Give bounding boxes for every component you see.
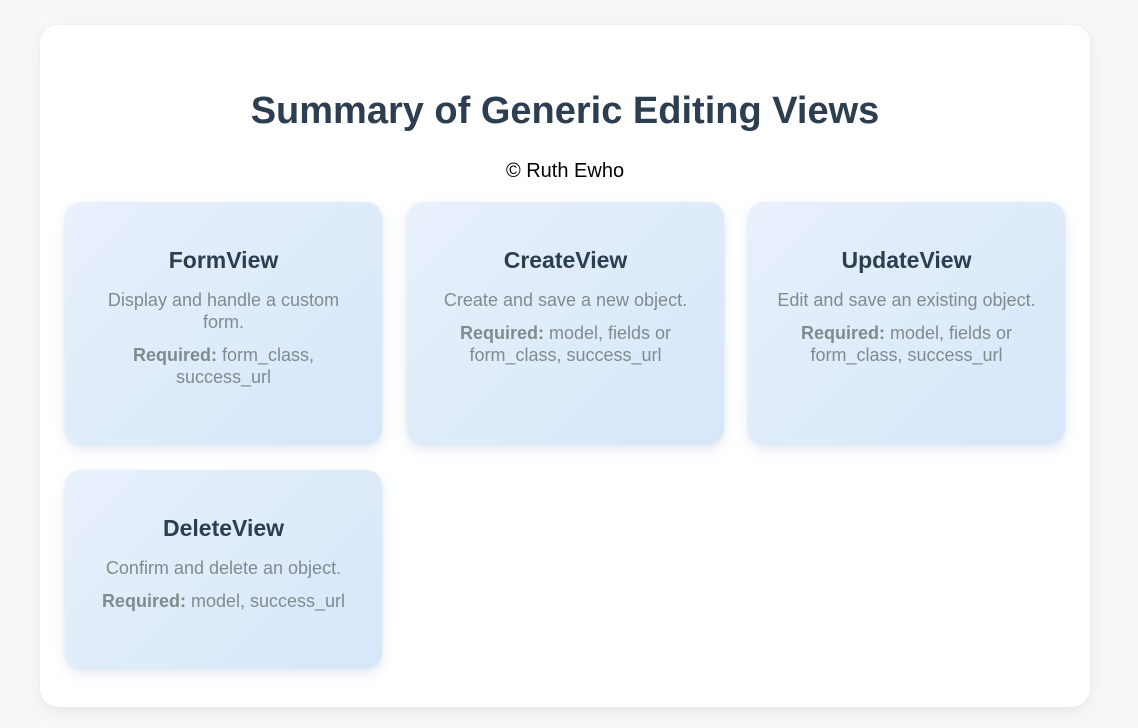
card-required: Required: form_class, success_url bbox=[93, 344, 354, 388]
card-title: UpdateView bbox=[841, 247, 972, 273]
card-title: FormView bbox=[168, 247, 279, 273]
required-value: model, fields or form_class, success_url bbox=[469, 323, 672, 365]
required-value: form_class, success_url bbox=[175, 345, 315, 387]
card-title: CreateView bbox=[503, 247, 628, 273]
card-deleteview: DeleteView Confirm and delete an object.… bbox=[65, 470, 382, 668]
required-value: model, success_url bbox=[190, 591, 346, 611]
card-required: Required: model, success_url bbox=[93, 590, 354, 612]
required-label: Required: bbox=[800, 323, 885, 343]
card-description: Create and save a new object. bbox=[443, 290, 688, 310]
main-panel: Summary of Generic Editing Views © Ruth … bbox=[40, 25, 1090, 707]
card-description: Display and handle a custom form. bbox=[107, 290, 340, 332]
card-required: Required: model, fields or form_class, s… bbox=[435, 322, 696, 366]
card-updateview: UpdateView Edit and save an existing obj… bbox=[748, 202, 1065, 444]
required-label: Required: bbox=[101, 591, 186, 611]
card-description: Edit and save an existing object. bbox=[777, 290, 1036, 310]
required-value: model, fields or form_class, success_url bbox=[810, 323, 1013, 365]
card-description: Confirm and delete an object. bbox=[105, 558, 342, 578]
card-formview: FormView Display and handle a custom for… bbox=[65, 202, 382, 444]
required-label: Required: bbox=[459, 323, 544, 343]
card-createview: CreateView Create and save a new object.… bbox=[407, 202, 724, 444]
copyright-text: © Ruth Ewho bbox=[505, 160, 625, 182]
card-required: Required: model, fields or form_class, s… bbox=[776, 322, 1037, 366]
page-title: Summary of Generic Editing Views bbox=[250, 90, 880, 132]
card-title: DeleteView bbox=[162, 515, 285, 541]
required-label: Required: bbox=[132, 345, 217, 365]
